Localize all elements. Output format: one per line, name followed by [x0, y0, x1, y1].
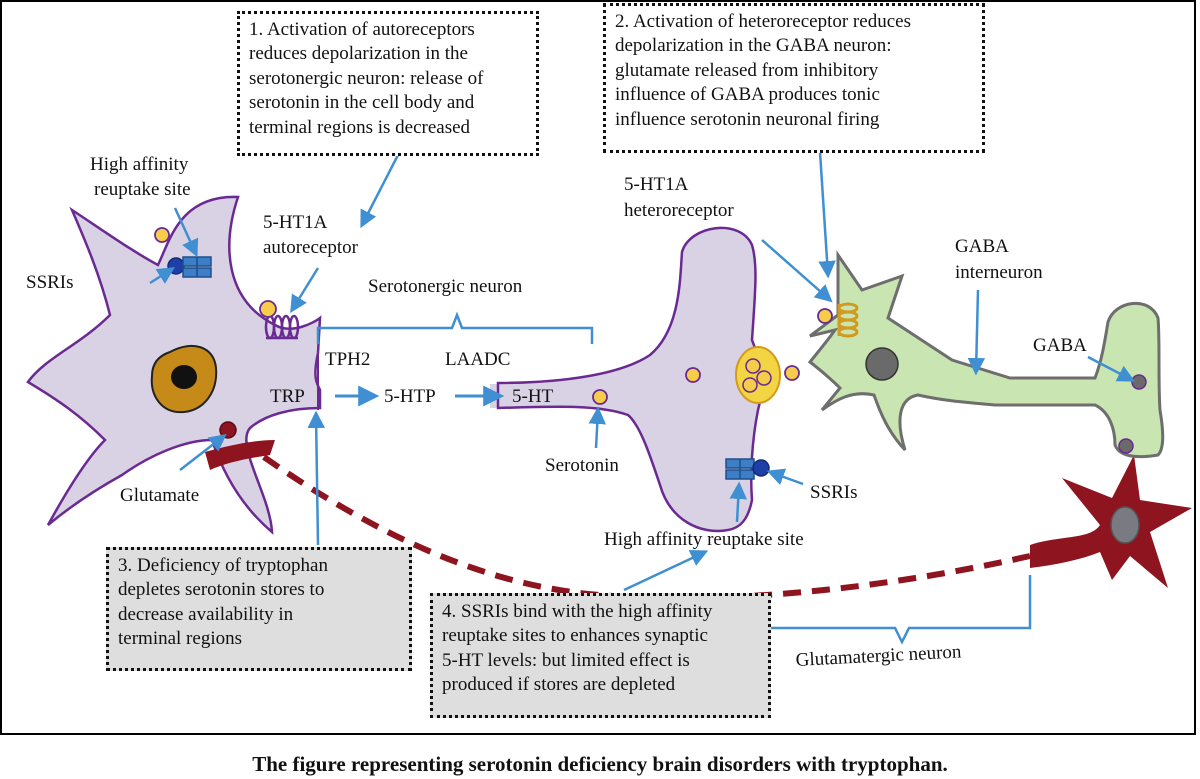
box3-line3: decrease availability in — [118, 603, 294, 625]
box1-line5: terminal regions is decreased — [249, 116, 471, 138]
autoreceptor-label-line1: 5-HT1A — [263, 212, 328, 233]
callout-box-ssri: 4. SSRIs bind with the high affinity reu… — [430, 593, 771, 718]
box1-line3: serotonergic neuron: release of — [249, 67, 484, 89]
high-affinity-bottom-label: High affinity reuptake site — [604, 529, 804, 550]
box4-line1: 4. SSRIs bind with the high affinity — [442, 601, 713, 622]
serotonergic-neuron-brace — [316, 311, 594, 344]
callout-arrows — [149, 151, 1136, 592]
reuptake-transporter-right — [725, 458, 770, 480]
gaba-vesicle-1 — [1131, 374, 1147, 390]
ssris-left-label: SSRIs — [26, 272, 74, 293]
gaba-vesicle-2 — [1118, 438, 1134, 454]
callout-box-autoreceptor: 1. Activation of autoreceptors reduces d… — [237, 11, 539, 156]
serotonin-label: Serotonin — [545, 455, 619, 476]
box1-line1: 1. Activation of autoreceptors — [249, 19, 475, 40]
box2-line4: influence of GABA produces tonic — [615, 84, 880, 106]
serotonin-vesicles — [154, 227, 833, 405]
heteroreceptor-label-line2: heteroreceptor — [624, 200, 734, 221]
box3-line1: 3. Deficiency of tryptophan — [118, 555, 328, 576]
soma-nucleolus — [171, 365, 197, 389]
high-affinity-left-line1: High affinity — [90, 154, 189, 175]
autoreceptor-icon — [264, 314, 300, 340]
glutamatergic-neuron-label: Glutamatergic neuron — [795, 641, 962, 671]
ht-label: 5-HT — [512, 386, 554, 407]
glutamatergic-neuron — [238, 437, 1192, 602]
heteroreceptor-label-line1: 5-HT1A — [624, 174, 689, 195]
autoreceptor-label-line2: autoreceptor — [263, 237, 359, 258]
box4-line2: reuptake sites to enhances synaptic — [442, 625, 708, 647]
gaba-label: GABA — [1033, 335, 1087, 356]
box4-line4: produced if stores are depleted — [442, 674, 676, 696]
serotonergic-terminal — [496, 226, 763, 533]
glutamate-label: Glutamate — [120, 485, 199, 506]
heteroreceptor-icon — [837, 302, 859, 338]
laadc-label: LAADC — [445, 349, 510, 370]
callout-box-tryptophan: 3. Deficiency of tryptophan depletes ser… — [106, 547, 412, 671]
tph2-label: TPH2 — [325, 349, 370, 370]
gaba-interneuron-label-line1: GABA — [955, 236, 1009, 257]
glutamatergic-neuron-brace — [758, 575, 1032, 645]
gaba-interneuron — [807, 250, 1165, 459]
box3-line4: terminal regions — [118, 628, 242, 650]
gaba-interneuron-label-line2: interneuron — [955, 262, 1043, 283]
box2-line2: depolarization in the GABA neuron: — [615, 35, 892, 57]
glutamatergic-nucleus — [1110, 506, 1140, 544]
box2-line1: 2. Activation of heteroreceptor reduces — [615, 11, 911, 32]
high-affinity-left-line2: reuptake site — [94, 179, 191, 200]
serotonergic-neuron-label: Serotonergic neuron — [368, 276, 523, 297]
htp-label: 5-HTP — [384, 386, 436, 407]
figure-caption: The figure representing serotonin defici… — [252, 752, 948, 776]
box1-line4: serotonin in the cell body and — [249, 92, 475, 114]
glutamatergic-axon-dashed — [238, 437, 1031, 602]
gaba-soma-nucleus — [865, 347, 899, 381]
box2-line5: influence serotonin neuronal firing — [615, 108, 880, 130]
box4-line3: 5-HT levels: but limited effect is — [442, 649, 690, 671]
box1-line2: reduces depolarization in the — [249, 43, 468, 65]
trp-label: TRP — [270, 386, 305, 407]
ssris-right-label: SSRIs — [810, 482, 858, 503]
box3-line2: depletes serotonin stores to — [118, 579, 325, 601]
synaptic-vesicle — [735, 346, 781, 404]
callout-box-heteroreceptor: 2. Activation of heteroreceptor reduces … — [603, 3, 985, 153]
box2-line3: glutamate released from inhibitory — [615, 59, 879, 81]
figure-frame — [0, 0, 1196, 735]
